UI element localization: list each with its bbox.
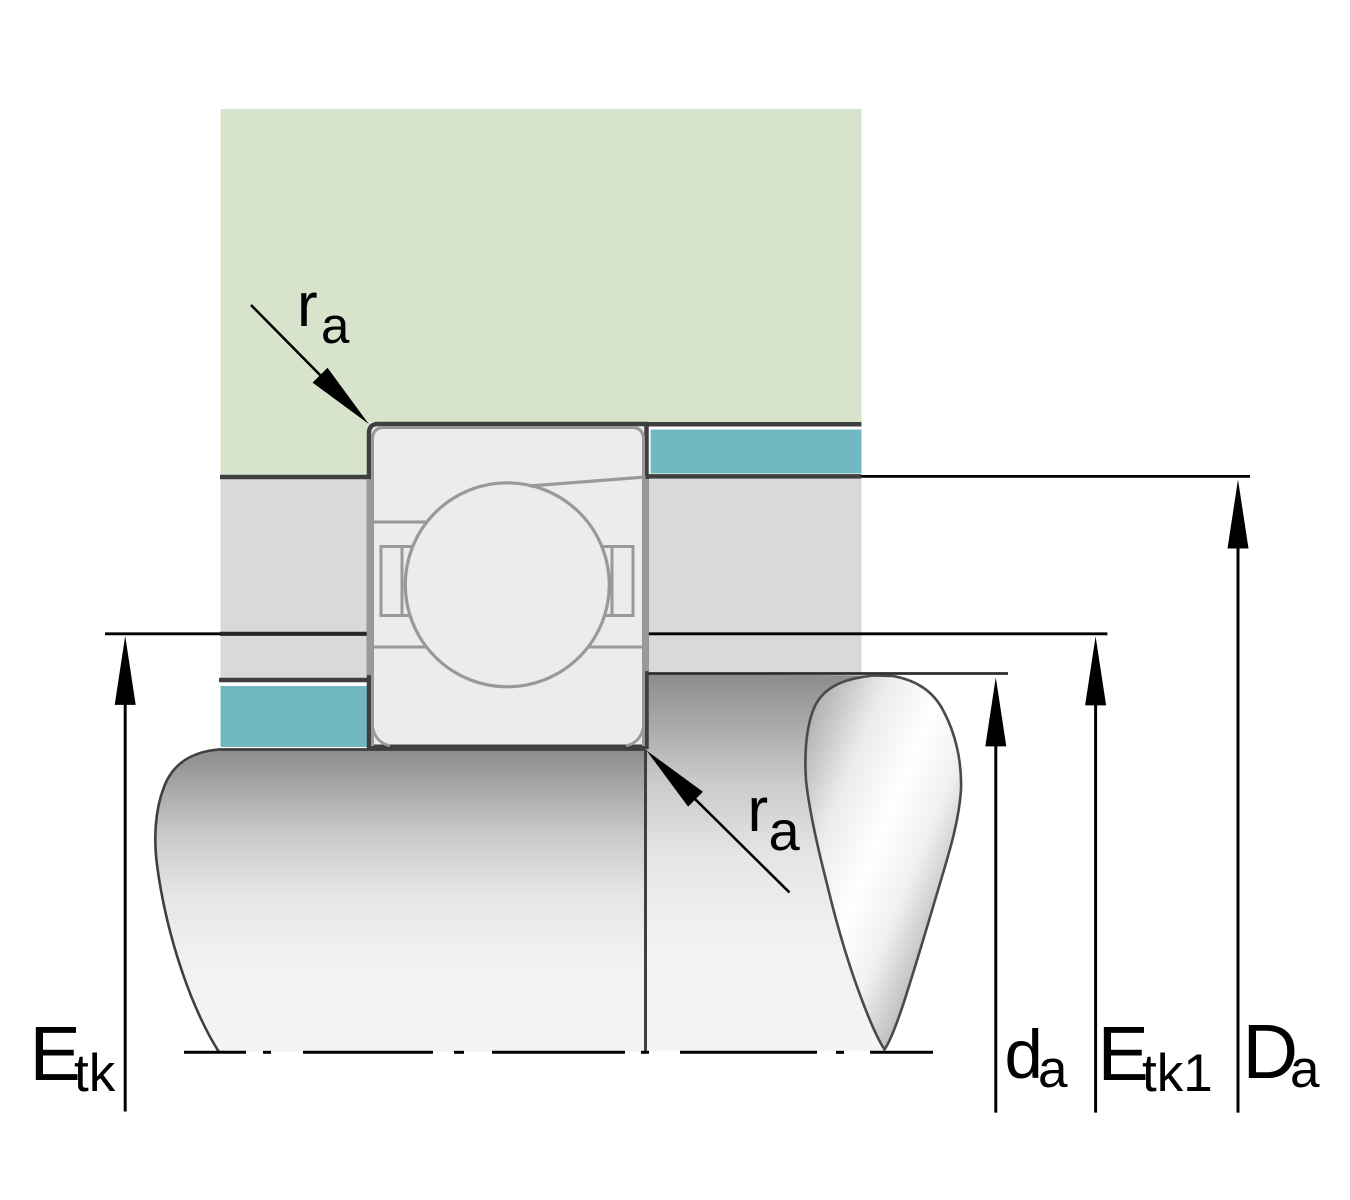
- svg-text:r: r: [297, 271, 318, 340]
- svg-text:tk1: tk1: [1142, 1044, 1213, 1103]
- svg-text:a: a: [1290, 1040, 1320, 1099]
- svg-text:E: E: [1098, 1011, 1149, 1097]
- svg-text:a: a: [321, 297, 350, 354]
- svg-text:a: a: [769, 799, 801, 862]
- svg-text:d: d: [1005, 1016, 1043, 1093]
- svg-text:D: D: [1243, 1009, 1299, 1095]
- svg-text:E: E: [30, 1011, 81, 1097]
- svg-text:tk: tk: [74, 1044, 116, 1103]
- svg-text:a: a: [1038, 1040, 1068, 1099]
- svg-text:r: r: [748, 776, 769, 845]
